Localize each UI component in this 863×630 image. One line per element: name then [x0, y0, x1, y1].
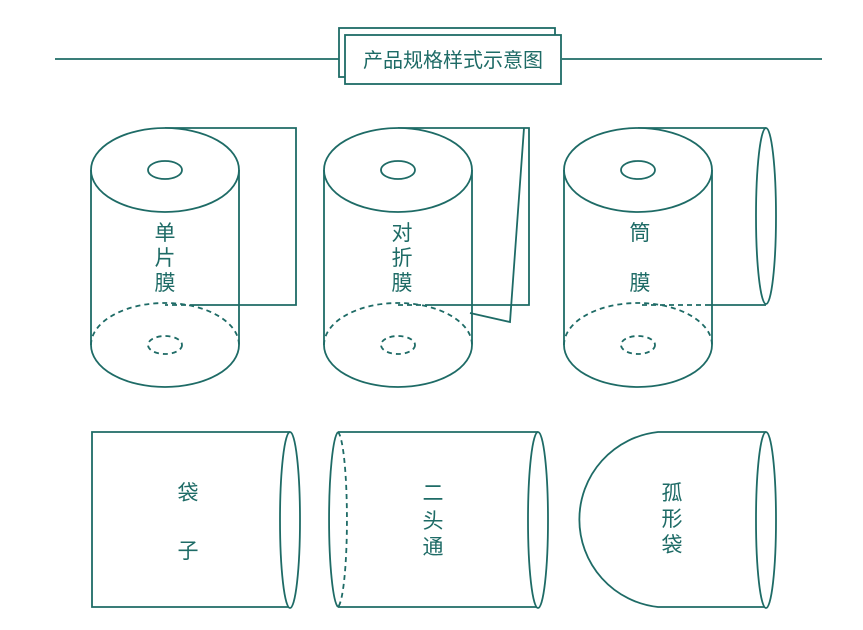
core-top — [380, 160, 416, 180]
roll-bottom-front — [323, 344, 473, 388]
film-sheet-fold — [469, 127, 525, 324]
bag-outline — [91, 431, 290, 608]
title-frame-front — [344, 34, 562, 85]
page-title: 产品规格样式示意图 — [363, 48, 543, 72]
roll-bottom-back — [323, 302, 473, 346]
roll-bottom-back — [563, 302, 713, 346]
label-char-3: 膜 — [392, 271, 413, 295]
core-bottom — [620, 335, 656, 355]
film-sheet — [165, 127, 297, 306]
open-tube-shape: 二 头 通 — [328, 431, 549, 609]
folded-film-roll: 对 折 膜 — [323, 127, 530, 388]
label-char-3: 膜 — [155, 271, 176, 295]
arc-bag-open-end — [755, 431, 777, 609]
roll-bottom-front — [563, 344, 713, 388]
label-char-1: 筒 — [630, 221, 651, 245]
label-char-2: 形 — [662, 507, 683, 531]
arc-bag-outline — [578, 431, 766, 608]
bag-open-end — [279, 431, 301, 609]
roll-bottom-front — [90, 344, 240, 388]
header: 产品规格样式示意图 — [55, 27, 822, 85]
tube-left-end-front — [328, 431, 339, 608]
roll-top-ellipse — [90, 127, 240, 213]
label-char-1: 二 — [423, 481, 444, 505]
tube-end-ellipse — [755, 127, 777, 305]
label-char-3: 膜 — [630, 271, 651, 295]
label-char-3: 袋 — [662, 533, 683, 557]
core-bottom — [147, 335, 183, 355]
tube-right-end — [527, 431, 549, 609]
arc-bag-shape: 孤 形 袋 — [578, 431, 777, 609]
roll-bottom-back — [90, 302, 240, 346]
label-char-1: 对 — [392, 221, 413, 245]
bag-shape: 袋 子 — [91, 431, 301, 609]
roll-top-ellipse — [323, 127, 473, 213]
label-char-2: 头 — [423, 509, 444, 533]
label-char-3: 子 — [178, 539, 199, 563]
core-bottom — [380, 335, 416, 355]
label-char-2: 片 — [155, 246, 176, 270]
label-char-2: 折 — [392, 246, 413, 270]
label-char-1: 袋 — [178, 481, 199, 505]
core-top — [620, 160, 656, 180]
tube-film-roll: 筒 膜 — [563, 127, 777, 388]
roll-top-ellipse — [563, 127, 713, 213]
label-char-1: 单 — [155, 221, 176, 245]
label-char-1: 孤 — [662, 481, 683, 505]
single-film-roll: 单 片 膜 — [90, 127, 297, 388]
tube-left-end-back — [337, 431, 348, 608]
core-top — [147, 160, 183, 180]
label-char-3: 通 — [423, 535, 444, 559]
film-sheet-back — [398, 127, 530, 306]
